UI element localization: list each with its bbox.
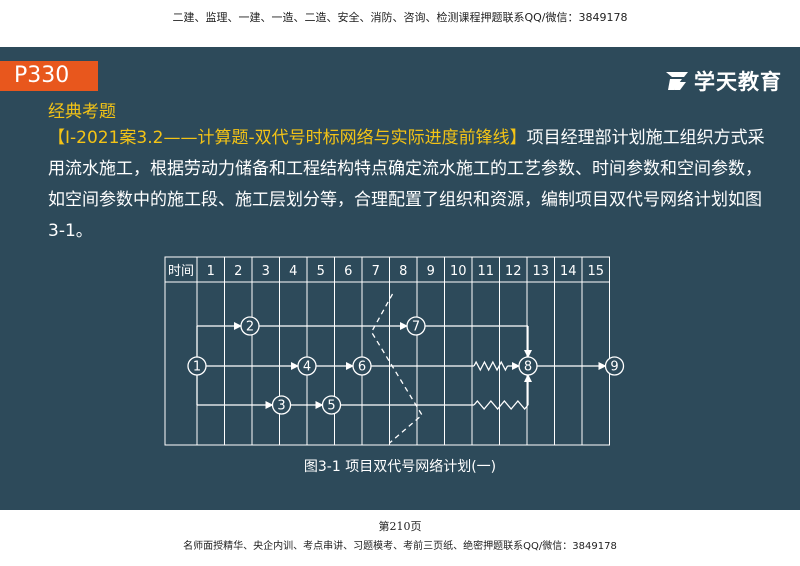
node-circle xyxy=(352,356,372,376)
free-float-wave xyxy=(473,399,529,411)
time-label: 9 xyxy=(427,264,435,279)
node-label: 5 xyxy=(327,399,335,414)
page-number: 第210页 xyxy=(378,520,422,533)
top-banner: 二建、监理、一建、一造、二造、安全、消防、咨询、检测课程押题联系QQ/微信：38… xyxy=(172,11,628,24)
node-label: 8 xyxy=(524,360,532,375)
figure-caption: 图3-1 项目双代号网络计划(一) xyxy=(303,459,497,475)
node-circle xyxy=(518,356,538,376)
node-label: 2 xyxy=(246,320,254,335)
logo: 学天教育 xyxy=(664,69,782,94)
node-label: 9 xyxy=(610,360,618,375)
time-label: 8 xyxy=(399,264,407,279)
node-label: 4 xyxy=(303,360,311,375)
time-label: 4 xyxy=(289,264,297,279)
node-circle xyxy=(406,316,426,336)
logo-text: 学天教育 xyxy=(694,70,782,94)
time-label: 13 xyxy=(532,264,549,279)
free-float-wave xyxy=(473,360,509,372)
node-circle xyxy=(297,356,317,376)
time-label: 11 xyxy=(477,264,494,279)
time-label: 6 xyxy=(344,264,352,279)
time-label: 10 xyxy=(450,264,467,279)
progress-front-line xyxy=(370,293,423,444)
time-label: 2 xyxy=(234,264,242,279)
slide: P330 学天教育 经典考题 【Ⅰ-2021案3.2——计算题-双代号时标网络与… xyxy=(0,47,800,510)
node-label: 1 xyxy=(193,360,201,375)
node-circle xyxy=(240,316,260,336)
time-label: 15 xyxy=(587,264,604,279)
node-circle xyxy=(271,395,292,415)
time-label: 5 xyxy=(317,264,325,279)
node-label: 7 xyxy=(412,320,420,335)
node-circle xyxy=(604,356,625,376)
page-tag: P330 xyxy=(0,61,98,91)
time-header-label: 时间 xyxy=(168,264,194,279)
grid-frame xyxy=(164,256,610,446)
question-title: 【Ⅰ-2021案3.2——计算题-双代号时标网络与实际进度前锋线】 xyxy=(48,128,527,148)
time-label: 7 xyxy=(372,264,380,279)
question-body: 项目经理部计划施工组织方式采用流水施工，根据劳动力储备和工程结构特点确定流水施工… xyxy=(48,128,765,241)
node-circle xyxy=(321,395,342,415)
node-label: 6 xyxy=(358,360,366,375)
time-label: 12 xyxy=(505,264,522,279)
node-circle xyxy=(187,356,207,376)
time-label: 14 xyxy=(560,264,577,279)
logo-mark-icon xyxy=(666,72,688,90)
footer: 第210页 名师面授精华、央企内训、考点串讲、习题模考、考前三页纸、绝密押题联系… xyxy=(0,518,800,552)
time-label: 3 xyxy=(262,264,270,279)
bottom-banner: 名师面授精华、央企内训、考点串讲、习题模考、考前三页纸、绝密押题联系QQ/微信：… xyxy=(183,541,617,552)
node-label: 3 xyxy=(277,399,285,414)
section-title: 经典考题 xyxy=(48,102,116,122)
question-text: 【Ⅰ-2021案3.2——计算题-双代号时标网络与实际进度前锋线】项目经理部计划… xyxy=(48,123,768,247)
time-label: 1 xyxy=(207,264,215,279)
